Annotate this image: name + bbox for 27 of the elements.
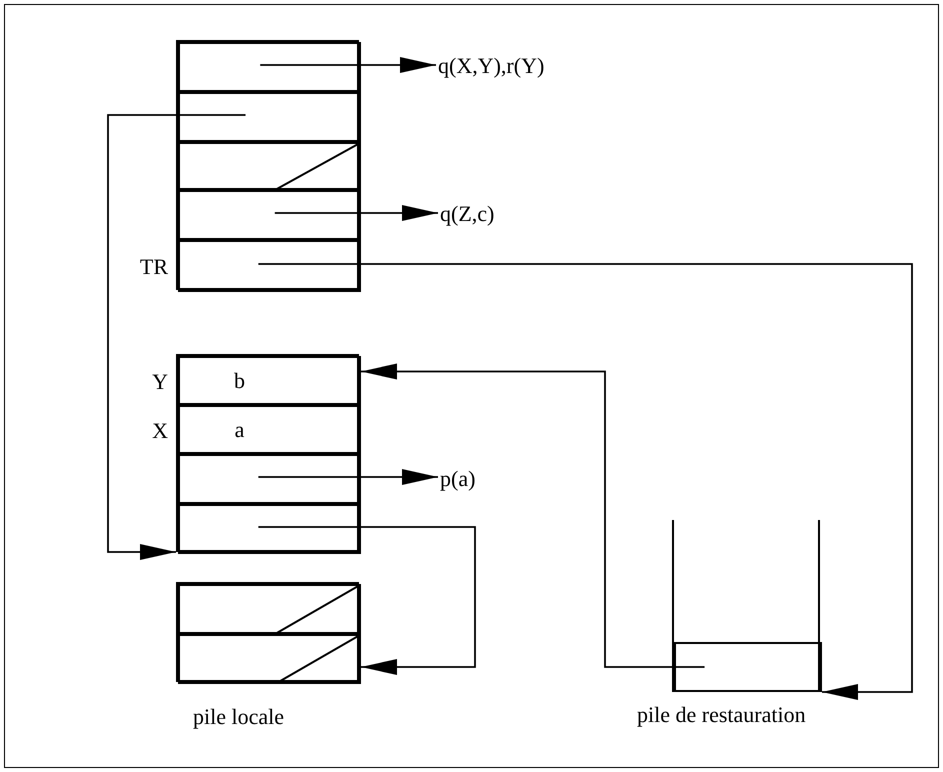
- variable-label: Y: [152, 368, 168, 394]
- stack-caption: pile locale: [193, 704, 284, 730]
- stack-box: [176, 582, 359, 682]
- stack-cell: [178, 142, 361, 190]
- stack-cell: [178, 190, 361, 240]
- term-label: q(X,Y),r(Y): [438, 52, 588, 80]
- arrow: [260, 57, 436, 73]
- term-label: p(a): [440, 465, 500, 493]
- term-label: q(Z,c): [440, 200, 530, 228]
- cell-value: a: [234, 416, 244, 442]
- arrow: [258, 526, 476, 675]
- variable-label: X: [152, 418, 168, 444]
- stack-cell: [178, 584, 361, 634]
- arrow: [107, 114, 246, 560]
- stack-cell: [178, 454, 361, 504]
- stack-cell: [178, 504, 361, 554]
- cell-value: b: [234, 368, 245, 394]
- stack-cell: [178, 92, 361, 142]
- stack-cell: [178, 634, 361, 684]
- arrow: [258, 469, 438, 485]
- arrow: [258, 263, 913, 700]
- stack-cell: [178, 42, 361, 92]
- stack-cell: [674, 642, 822, 692]
- arrow: [274, 205, 438, 221]
- stack-caption: pile de restauration: [637, 702, 806, 728]
- variable-label: TR: [140, 254, 168, 280]
- arrow: [361, 364, 705, 668]
